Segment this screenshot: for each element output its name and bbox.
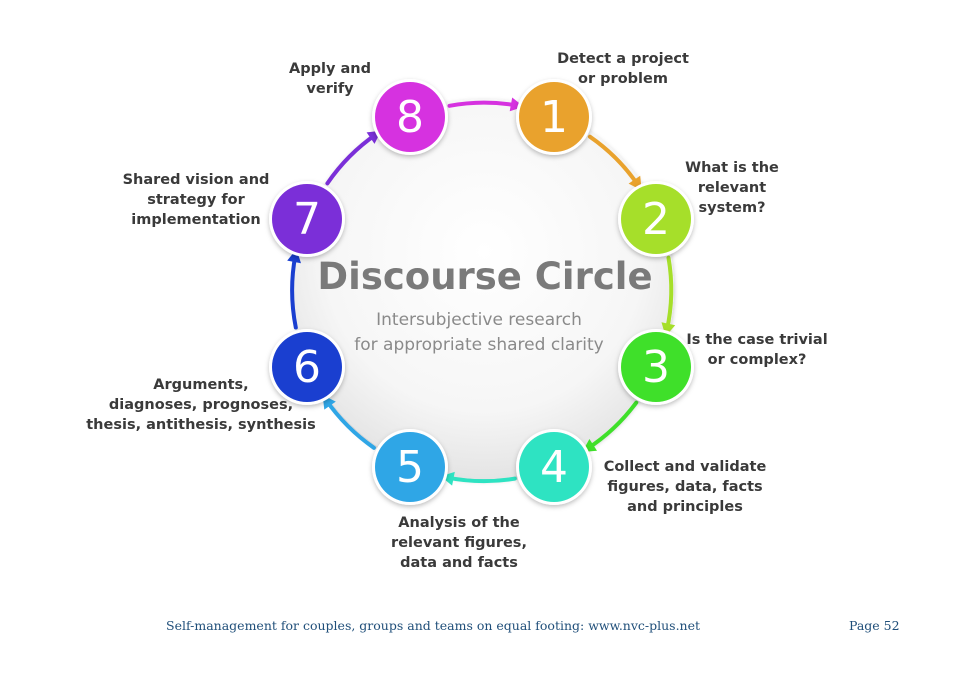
step-label-5: Analysis of the relevant figures, data and… [391, 515, 527, 571]
step-node-circle [375, 82, 445, 152]
step-label-3: Is the case trivial or complex? [686, 332, 827, 368]
center-disc [294, 99, 674, 479]
step-label-2: What is the relevant system? [685, 160, 779, 216]
step-node-circle [375, 432, 445, 502]
step-node-4: 4 [516, 429, 592, 505]
step-label-line: Arguments, [153, 377, 248, 393]
step-node-circle [272, 184, 342, 254]
step-label-line: relevant [698, 180, 766, 196]
step-node-1: 1 [516, 79, 592, 155]
step-node-circle [621, 332, 691, 402]
step-label-line: Detect a project [557, 51, 689, 67]
step-label-line: Analysis of the [398, 515, 520, 531]
step-label-line: Shared vision and [123, 172, 270, 188]
step-number: 7 [293, 194, 321, 245]
step-label-4: Collect and validate figures, data, facts… [604, 459, 767, 515]
step-label-line: or complex? [708, 352, 807, 368]
step-number: 1 [540, 92, 568, 143]
step-label-line: What is the [685, 160, 779, 176]
step-number: 8 [396, 92, 424, 143]
step-label-7: Shared vision and strategy for implementat… [123, 172, 270, 228]
step-node-3: 3 [618, 329, 694, 405]
page-number: Page 52 [849, 618, 900, 633]
step-node-8: 8 [372, 79, 448, 155]
step-label-line: Collect and validate [604, 459, 767, 475]
step-number: 2 [642, 194, 670, 245]
step-node-2: 2 [618, 181, 694, 257]
step-label-8: Apply and verify [289, 61, 371, 97]
step-node-circle [519, 82, 589, 152]
step-node-circle [519, 432, 589, 502]
step-label-6: Arguments, diagnoses, prognoses, thesis, a… [86, 377, 316, 433]
step-label-line: strategy for [147, 192, 245, 208]
step-node-circle [621, 184, 691, 254]
step-number: 6 [293, 342, 321, 393]
step-number: 4 [540, 442, 568, 493]
step-label-line: diagnoses, prognoses, [109, 397, 293, 413]
step-node-7: 7 [269, 181, 345, 257]
step-label-line: and principles [627, 499, 743, 515]
step-label-line: data and facts [400, 555, 518, 571]
step-label-line: verify [306, 81, 354, 97]
step-node-5: 5 [372, 429, 448, 505]
step-node-6: 6 [269, 329, 345, 405]
footer-text: Self-management for couples, groups and … [166, 618, 701, 633]
step-label-line: or problem [578, 71, 668, 87]
diagram-title: Discourse Circle [317, 255, 652, 298]
step-number: 5 [396, 442, 424, 493]
step-label-line: system? [699, 200, 766, 216]
step-label-line: Is the case trivial [686, 332, 827, 348]
step-label-line: implementation [131, 212, 260, 228]
step-nodes: 1 2 3 4 5 6 7 8 [269, 79, 694, 505]
step-label-line: relevant figures, [391, 535, 527, 551]
step-label-1: Detect a project or problem [557, 51, 689, 87]
step-number: 3 [642, 342, 670, 393]
diagram-subtitle-line-2: for appropriate shared clarity [354, 335, 604, 355]
step-label-line: thesis, antithesis, synthesis [86, 417, 316, 433]
step-label-line: figures, data, facts [607, 479, 762, 495]
diagram-subtitle-line-1: Intersubjective research [376, 310, 582, 330]
step-label-line: Apply and [289, 61, 371, 77]
step-node-circle [272, 332, 342, 402]
